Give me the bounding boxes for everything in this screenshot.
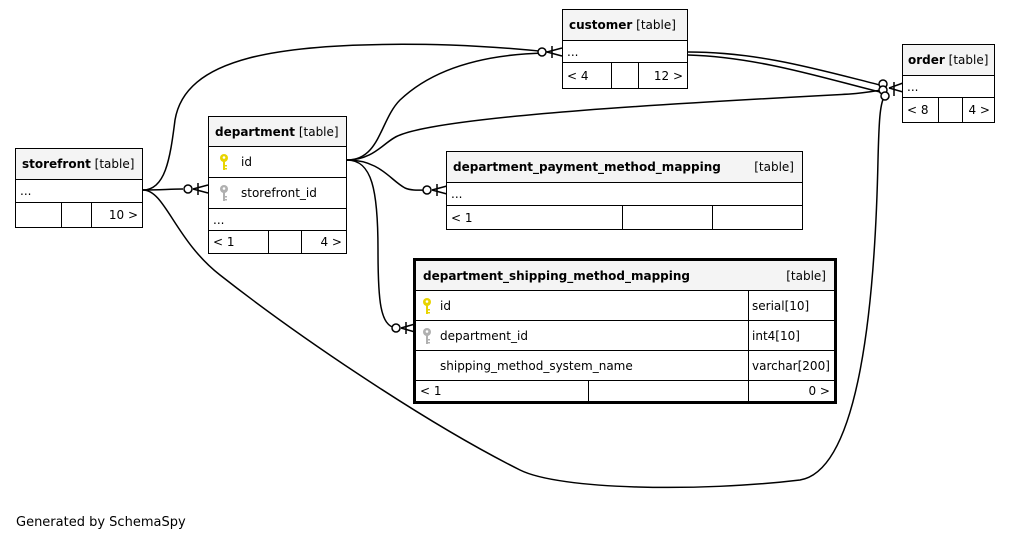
table-name: department_shipping_method_mapping — [423, 268, 690, 283]
table-name: department_payment_method_mapping — [453, 160, 721, 174]
grey-key-icon — [220, 185, 228, 201]
parents-count[interactable]: < 1 — [416, 381, 589, 401]
ellipsis: ... — [907, 79, 919, 94]
children-count[interactable]: 4 > — [320, 235, 342, 249]
column-type: varchar[200] — [752, 358, 830, 373]
empty-cell — [623, 206, 713, 229]
children-count[interactable]: 10 > — [108, 208, 138, 222]
column-type: serial[10] — [752, 298, 810, 313]
table-kind: [table] — [754, 160, 794, 174]
link-customer-order-2 — [687, 54, 881, 93]
gold-key-icon — [423, 297, 431, 314]
ellipsis: ... — [20, 184, 32, 198]
empty-cell — [589, 381, 749, 401]
column-name: id — [440, 298, 451, 313]
table-customer[interactable]: customer [table] ... < 4 12 > — [562, 9, 688, 89]
empty-cell — [612, 63, 639, 88]
empty-cell — [62, 203, 92, 227]
children-count[interactable]: 4 > — [968, 103, 990, 117]
parents-count[interactable]: < 1 — [447, 206, 623, 229]
table-department-shipping-method-mapping[interactable]: department_shipping_method_mapping [tabl… — [413, 258, 837, 404]
marker-customer — [537, 47, 547, 57]
children-count[interactable]: 0 > — [808, 384, 830, 398]
table-name: department — [215, 124, 295, 139]
table-kind: [table] — [94, 157, 135, 171]
table-kind: [table] — [786, 268, 826, 283]
column-name: department_id — [440, 328, 528, 343]
empty-cell — [939, 98, 963, 122]
table-kind: [table] — [948, 53, 989, 67]
empty-cell — [16, 203, 62, 227]
link-department-customer — [346, 52, 546, 161]
link-department-order — [346, 89, 883, 161]
column-name: storefront_id — [241, 186, 317, 200]
marker-department — [183, 184, 193, 194]
parents-count[interactable]: < 8 — [903, 98, 939, 122]
empty-cell — [269, 231, 302, 253]
table-kind: [table] — [636, 18, 676, 32]
table-name: order — [908, 53, 945, 67]
link-customer-order — [687, 51, 881, 86]
link-storefront-customer — [142, 43, 549, 191]
column-type: int4[10] — [752, 328, 800, 343]
table-name: customer — [569, 18, 633, 32]
column-name: shipping_method_system_name — [416, 351, 749, 380]
parents-count[interactable]: < 4 — [563, 63, 612, 88]
table-department[interactable]: department [table] id storefront_id ... … — [208, 116, 347, 254]
footer-generated-by: Generated by SchemaSpy — [16, 515, 186, 530]
link-department-payment — [346, 159, 429, 191]
marker-payment — [422, 185, 432, 195]
marker-order-3 — [880, 91, 890, 101]
marker-shipping — [391, 323, 401, 333]
link-storefront-order — [142, 96, 885, 489]
table-department-payment-method-mapping[interactable]: department_payment_method_mapping [table… — [446, 151, 803, 230]
link-department-shipping — [346, 159, 397, 329]
gold-key-icon — [220, 154, 228, 170]
column-name: id — [241, 155, 252, 169]
table-storefront[interactable]: storefront [table] ... 10 > — [15, 148, 143, 228]
table-kind: [table] — [298, 124, 339, 139]
grey-key-icon — [423, 327, 431, 344]
table-order[interactable]: order [table] ... < 8 4 > — [902, 44, 995, 123]
ellipsis: ... — [213, 212, 225, 227]
ellipsis: ... — [451, 187, 463, 201]
children-count[interactable]: 12 > — [653, 68, 683, 83]
parents-count[interactable]: < 1 — [209, 231, 269, 253]
table-name: storefront — [22, 157, 91, 171]
empty-cell — [713, 206, 802, 229]
ellipsis: ... — [567, 44, 579, 59]
